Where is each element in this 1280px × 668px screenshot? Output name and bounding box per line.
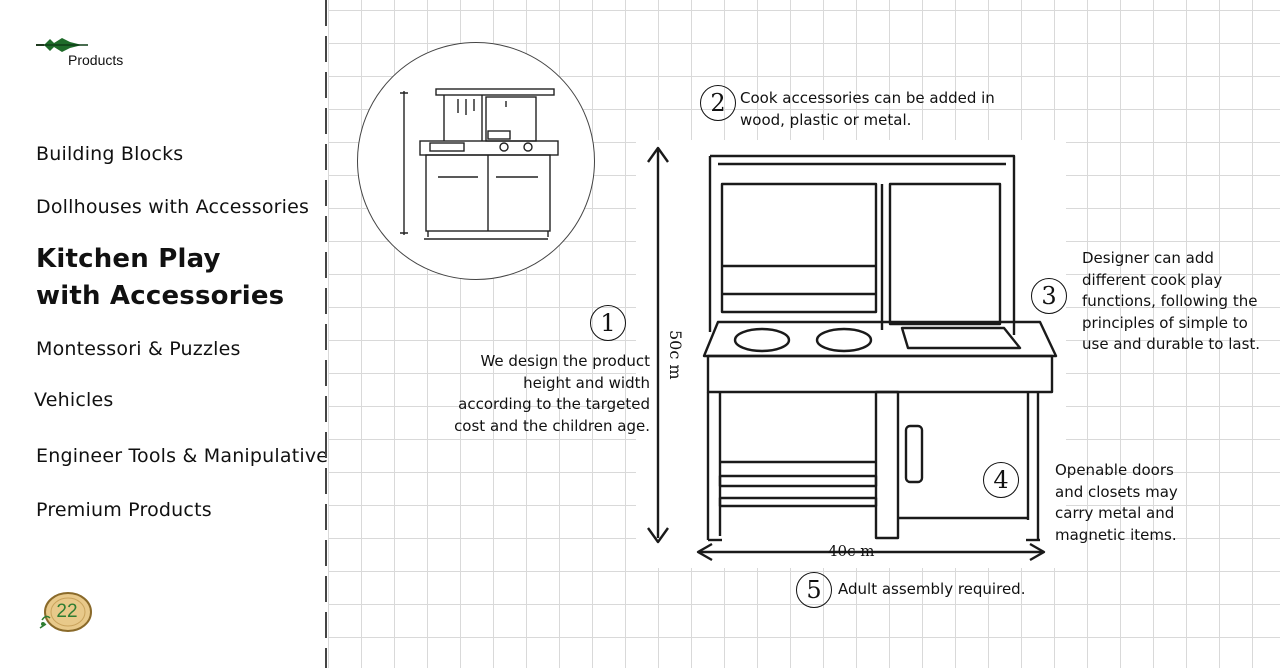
- brand-label: Products: [68, 52, 124, 68]
- height-dimension-label: 50c m: [666, 330, 685, 380]
- nav-item-vehicles[interactable]: Vehicles: [34, 389, 114, 411]
- nav-item-engineer-tools[interactable]: Engineer Tools & Manipulatives: [36, 445, 339, 467]
- kitchen-thumbnail-icon: [400, 88, 559, 240]
- note-2-text: Cook accessories can be added in wood, p…: [740, 89, 995, 129]
- note-number-5: 5: [796, 572, 832, 608]
- nav-item-dollhouses[interactable]: Dollhouses with Accessories: [36, 196, 310, 218]
- sidebar: Products Building Blocks Dollhouses with…: [0, 0, 338, 668]
- nav-item-premium[interactable]: Premium Products: [36, 499, 212, 521]
- note-number-1: 1: [590, 305, 626, 341]
- wood-slice-icon: [39, 592, 92, 632]
- kitchen-thumbnail-image: [357, 42, 595, 280]
- note-number-3: 3: [1031, 278, 1067, 314]
- brand-logo-icon: [36, 38, 88, 52]
- page-number: 22: [56, 601, 78, 622]
- nav-item-building-blocks[interactable]: Building Blocks: [36, 143, 184, 165]
- divider: [325, 0, 327, 668]
- note-4-text: Openable doors and closets may carry met…: [1055, 461, 1178, 544]
- width-dimension-label: 40c m: [828, 542, 874, 560]
- note-3-text: Designer can add different cook play fun…: [1082, 249, 1261, 353]
- note-number-2: 2: [700, 85, 736, 121]
- note-5-text: Adult assembly required.: [838, 580, 1026, 598]
- note-number-4: 4: [983, 462, 1019, 498]
- nav-item-montessori[interactable]: Montessori & Puzzles: [36, 338, 241, 360]
- note-1-text: We design the product height and width a…: [454, 352, 650, 435]
